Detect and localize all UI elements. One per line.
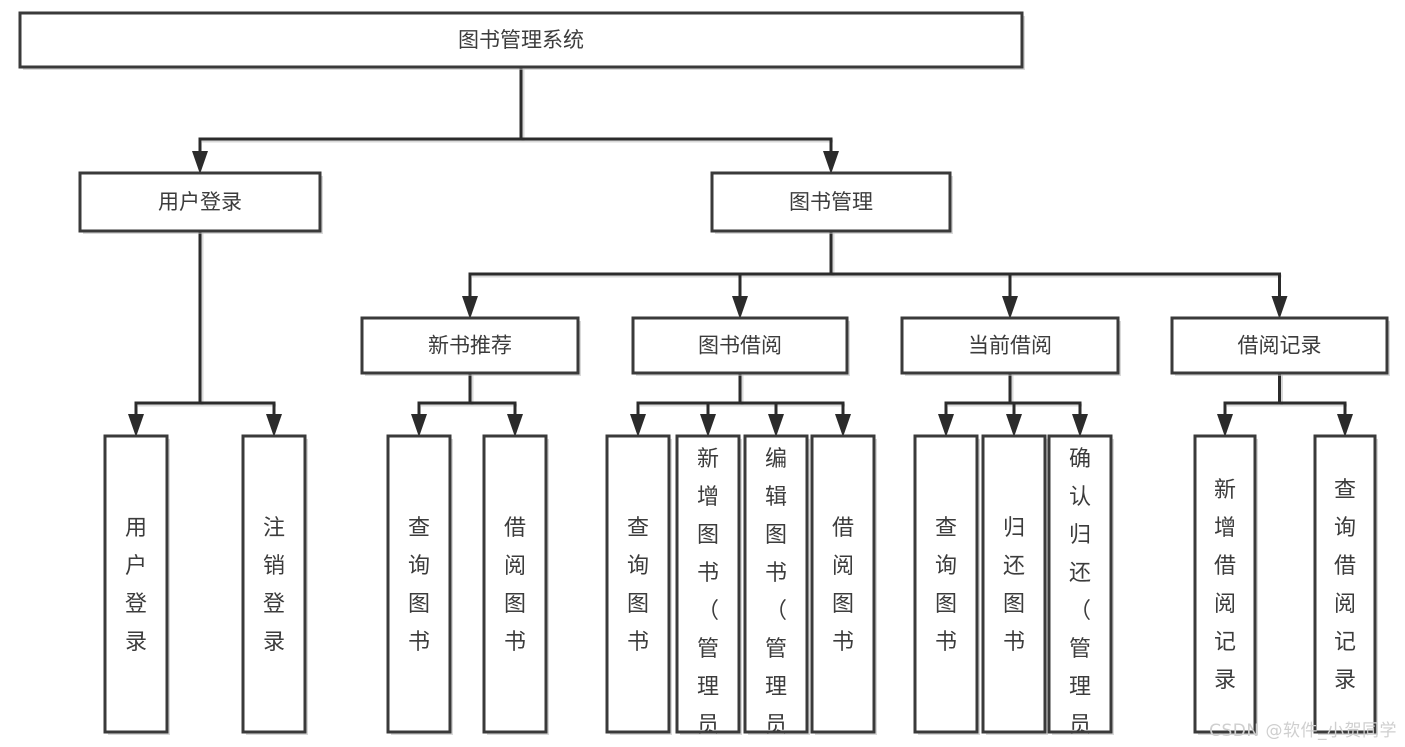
node-label: 借阅图书	[832, 516, 854, 655]
node-label: 确认归还（管理员）	[1069, 447, 1091, 747]
arrow-head-icon	[835, 414, 851, 437]
arrow-head-icon	[1217, 414, 1233, 437]
connector-layer	[128, 65, 1353, 437]
node-leaf-add-book[interactable]: 新增图书（管理员）	[675, 434, 742, 747]
node-label: 查询图书	[627, 516, 649, 655]
node-box[interactable]	[103, 434, 169, 734]
node-label: 当前借阅	[968, 334, 1052, 358]
node-box[interactable]	[78, 171, 322, 233]
arrow-head-icon	[732, 296, 748, 319]
node-label: 注销登录	[263, 516, 285, 655]
node-label: 借阅图书	[504, 516, 526, 655]
node-box[interactable]	[1193, 434, 1257, 734]
node-new-book-recommend[interactable]: 新书推荐	[360, 316, 581, 376]
arrow-head-icon	[1337, 414, 1353, 437]
node-box[interactable]	[900, 316, 1120, 375]
node-label: 查询借阅记录	[1334, 478, 1356, 693]
connector-root	[192, 65, 839, 174]
arrow-head-icon	[128, 414, 144, 437]
node-label: 归还图书	[1003, 516, 1025, 655]
arrow-head-icon	[462, 296, 478, 319]
node-label: 用户登录	[125, 516, 147, 655]
node-box[interactable]	[631, 316, 849, 375]
node-box[interactable]	[605, 434, 671, 734]
node-box[interactable]	[675, 434, 741, 734]
arrow-head-icon	[1271, 296, 1288, 319]
node-leaf-query-book-2[interactable]: 查询图书	[605, 434, 672, 735]
node-box[interactable]	[1047, 434, 1113, 734]
node-leaf-query-record[interactable]: 查询借阅记录	[1313, 434, 1378, 735]
node-book-manage[interactable]: 图书管理	[710, 171, 953, 234]
arrow-head-icon	[630, 414, 646, 437]
node-box[interactable]	[810, 434, 876, 734]
node-label: 图书管理系统	[458, 28, 584, 52]
node-label: 新书推荐	[428, 334, 512, 358]
arrow-head-icon	[192, 151, 208, 174]
arrow-head-icon	[507, 414, 523, 437]
connector-new-book-recommend	[411, 371, 523, 437]
connector-current-borrow	[938, 371, 1088, 437]
node-box[interactable]	[360, 316, 580, 375]
node-box[interactable]	[18, 11, 1024, 69]
connector-book-manage	[462, 229, 1288, 319]
node-label: 图书借阅	[698, 334, 782, 358]
node-leaf-borrow-book-1[interactable]: 借阅图书	[482, 434, 549, 735]
node-box[interactable]	[482, 434, 548, 734]
node-current-borrow[interactable]: 当前借阅	[900, 316, 1121, 376]
node-leaf-query-book-1[interactable]: 查询图书	[386, 434, 453, 735]
node-leaf-query-book-3[interactable]: 查询图书	[913, 434, 980, 735]
node-box[interactable]	[913, 434, 979, 734]
node-label: 图书管理	[789, 190, 873, 214]
node-leaf-return-book[interactable]: 归还图书	[981, 434, 1048, 735]
arrow-head-icon	[1072, 414, 1088, 437]
node-leaf-logout[interactable]: 注销登录	[241, 434, 308, 735]
arrow-head-icon	[266, 414, 282, 437]
node-leaf-edit-book[interactable]: 编辑图书（管理员）	[743, 434, 810, 747]
arrow-head-icon	[768, 414, 784, 437]
node-box[interactable]	[1313, 434, 1377, 734]
arrow-head-icon	[823, 151, 839, 174]
node-box[interactable]	[1170, 316, 1389, 375]
node-leaf-borrow-book-2[interactable]: 借阅图书	[810, 434, 877, 735]
node-user-login[interactable]: 用户登录	[78, 171, 323, 234]
node-label: 查询图书	[935, 516, 957, 655]
connector-user-login	[128, 229, 282, 437]
node-label: 查询图书	[408, 516, 430, 655]
node-leaf-add-record[interactable]: 新增借阅记录	[1193, 434, 1258, 735]
node-leaf-confirm-return[interactable]: 确认归还（管理员）	[1047, 434, 1114, 747]
arrow-head-icon	[938, 414, 954, 437]
node-root[interactable]: 图书管理系统	[18, 11, 1025, 70]
node-label: 新增图书（管理员）	[697, 447, 719, 747]
arrow-head-icon	[1002, 296, 1018, 319]
connector-borrow-record	[1217, 371, 1353, 437]
node-label: 编辑图书（管理员）	[765, 447, 787, 747]
node-borrow-record[interactable]: 借阅记录	[1170, 316, 1390, 376]
node-box[interactable]	[981, 434, 1047, 734]
node-label: 新增借阅记录	[1214, 478, 1236, 693]
node-label: 用户登录	[158, 190, 242, 214]
arrow-head-icon	[1006, 414, 1022, 437]
node-layer: 图书管理系统用户登录图书管理新书推荐图书借阅当前借阅借阅记录用户登录注销登录查询…	[18, 11, 1390, 747]
csdn-watermark: CSDN @软件_小贺同学	[1209, 721, 1397, 741]
node-box[interactable]	[386, 434, 452, 734]
node-label: 借阅记录	[1238, 334, 1322, 358]
node-box[interactable]	[241, 434, 307, 734]
node-leaf-user-login[interactable]: 用户登录	[103, 434, 170, 735]
arrow-head-icon	[700, 414, 716, 437]
node-book-borrow[interactable]: 图书借阅	[631, 316, 850, 376]
node-box[interactable]	[710, 171, 952, 233]
arrow-head-icon	[411, 414, 427, 437]
connector-book-borrow	[630, 371, 851, 437]
node-box[interactable]	[743, 434, 809, 734]
